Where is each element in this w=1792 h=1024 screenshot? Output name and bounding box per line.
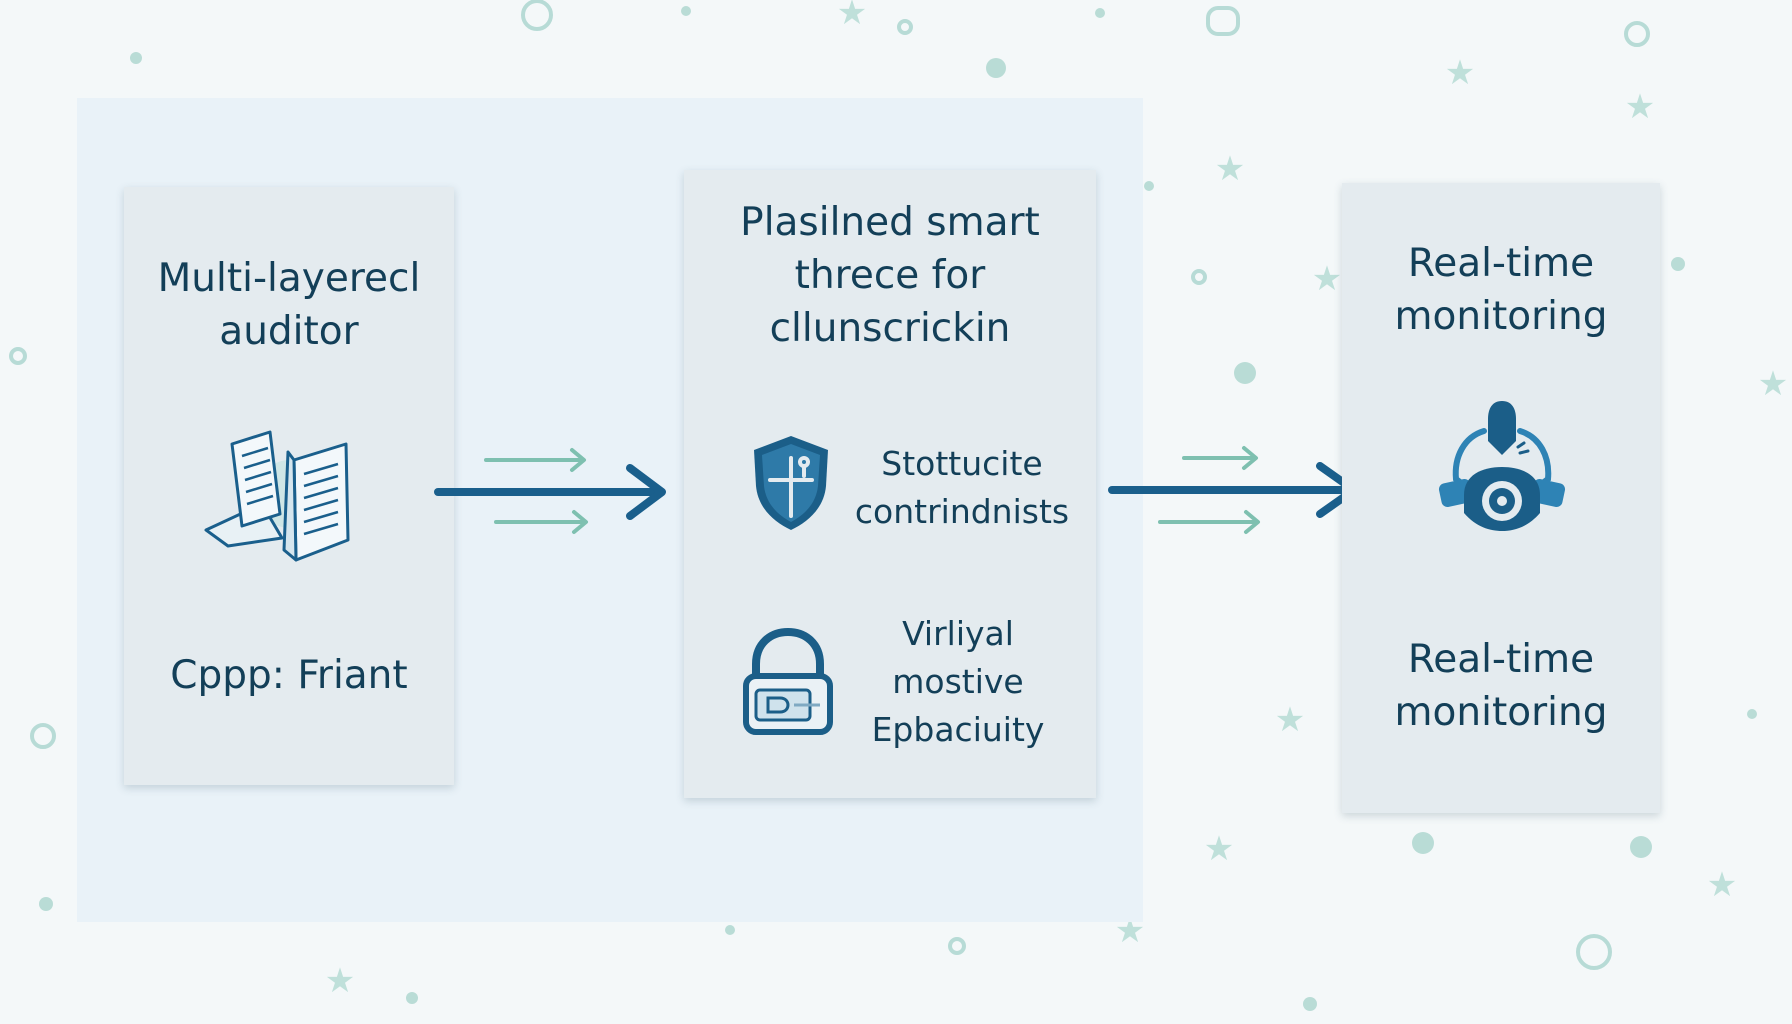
- padlock-icon: [743, 627, 833, 735]
- svg-text:★: ★: [1758, 364, 1788, 404]
- svg-text:★: ★: [1312, 259, 1342, 299]
- svg-text:★: ★: [1215, 149, 1245, 189]
- svg-text:★: ★: [325, 961, 355, 1001]
- svg-text:★: ★: [1445, 53, 1475, 93]
- stage-card-auditor: Multi-layerecl auditor Cppp: Friant: [124, 187, 454, 785]
- svg-text:★: ★: [1204, 829, 1234, 869]
- flow-arrow-2: [1108, 446, 1358, 534]
- stage-title: Plasilned smart threce for cllunscrickin: [740, 200, 1040, 352]
- svg-text:★: ★: [1275, 700, 1305, 740]
- stage-card-monitoring: Real-time monitoring Real-time monitorin…: [1342, 183, 1660, 813]
- shield-icon: [754, 436, 828, 530]
- stage-title: Multi-layerecl auditor: [157, 256, 421, 355]
- stage-title: Real-time monitoring: [1394, 241, 1608, 340]
- svg-text:★: ★: [837, 0, 867, 33]
- stage-card-smart-process: Plasilned smart threce for cllunscrickin…: [684, 170, 1096, 798]
- flow-arrow-1: [434, 448, 666, 534]
- svg-text:★: ★: [1707, 865, 1737, 905]
- item-label: Stottucite contrindnists: [854, 444, 1070, 531]
- documents-icon: [204, 430, 350, 562]
- svg-text:★: ★: [1625, 87, 1655, 127]
- stage-footer: Real-time monitoring: [1394, 637, 1608, 736]
- monitoring-person-icon: [1438, 401, 1566, 531]
- stage-footer: Cppp: Friant: [170, 653, 408, 698]
- item-label: Virliyal mostive Epbaciuity: [871, 614, 1045, 749]
